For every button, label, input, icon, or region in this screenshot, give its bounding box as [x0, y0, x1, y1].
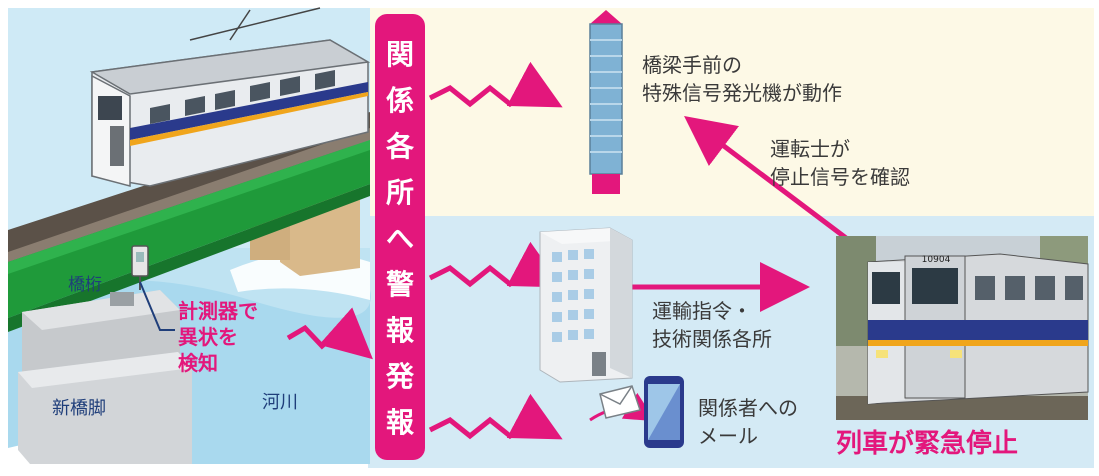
label-sensor-line1: 計測器で: [178, 299, 258, 323]
alarm-arrows: [286, 61, 864, 440]
label-sensor-line2: 異状を: [178, 325, 238, 349]
banner-char: 報: [386, 406, 415, 439]
train-photo: 10904: [836, 236, 1089, 420]
building-icon: [539, 227, 633, 383]
banner-char: 所: [386, 176, 414, 209]
label-mail-line1: 関係者への: [698, 396, 798, 420]
label-command-line1: 運輸指令・: [652, 299, 752, 323]
zigzag-arrow-command: [428, 241, 563, 288]
signal-lamp-icon: [589, 10, 623, 194]
envelope-icon: [599, 385, 641, 419]
zigzag-arrow-signal: [428, 61, 563, 108]
label-river: 河川: [262, 392, 298, 413]
banner-char: 警: [386, 268, 414, 301]
banner-char: 各: [385, 130, 415, 163]
banner-char: へ: [386, 222, 414, 255]
train-icon: [89, 7, 371, 187]
arrow-driver-to-signal: [684, 115, 864, 252]
label-pier: 新橋脚: [52, 398, 106, 419]
label-driver-line1: 運転士が: [770, 137, 850, 161]
label-signal-line1: 橋梁手前の: [642, 53, 742, 77]
upper-panel-background: [368, 8, 1094, 216]
zigzag-arrow-sensor: [286, 307, 373, 360]
banner-char: 発: [385, 360, 415, 393]
label-mail-line2: メール: [698, 424, 758, 448]
bridge-scene: [8, 112, 370, 464]
banner-char: 報: [386, 314, 415, 347]
label-driver-line2: 停止信号を確認: [770, 165, 910, 189]
banner-char: 係: [386, 84, 414, 117]
alarm-banner: [375, 14, 425, 460]
label-signal-line2: 特殊信号発光機が動作: [642, 81, 842, 105]
banner-char: 関: [386, 38, 414, 71]
zigzag-arrow-mail: [428, 393, 563, 440]
label-command-line2: 技術関係各所: [652, 327, 772, 351]
label-emergency-stop: 列車が緊急停止: [836, 428, 1018, 459]
label-sensor-line3: 検知: [178, 351, 218, 375]
label-girder: 橋桁: [68, 275, 102, 295]
bridge-girder: [8, 140, 370, 318]
train-number: 10904: [922, 255, 951, 265]
smartphone-icon: [644, 376, 684, 448]
